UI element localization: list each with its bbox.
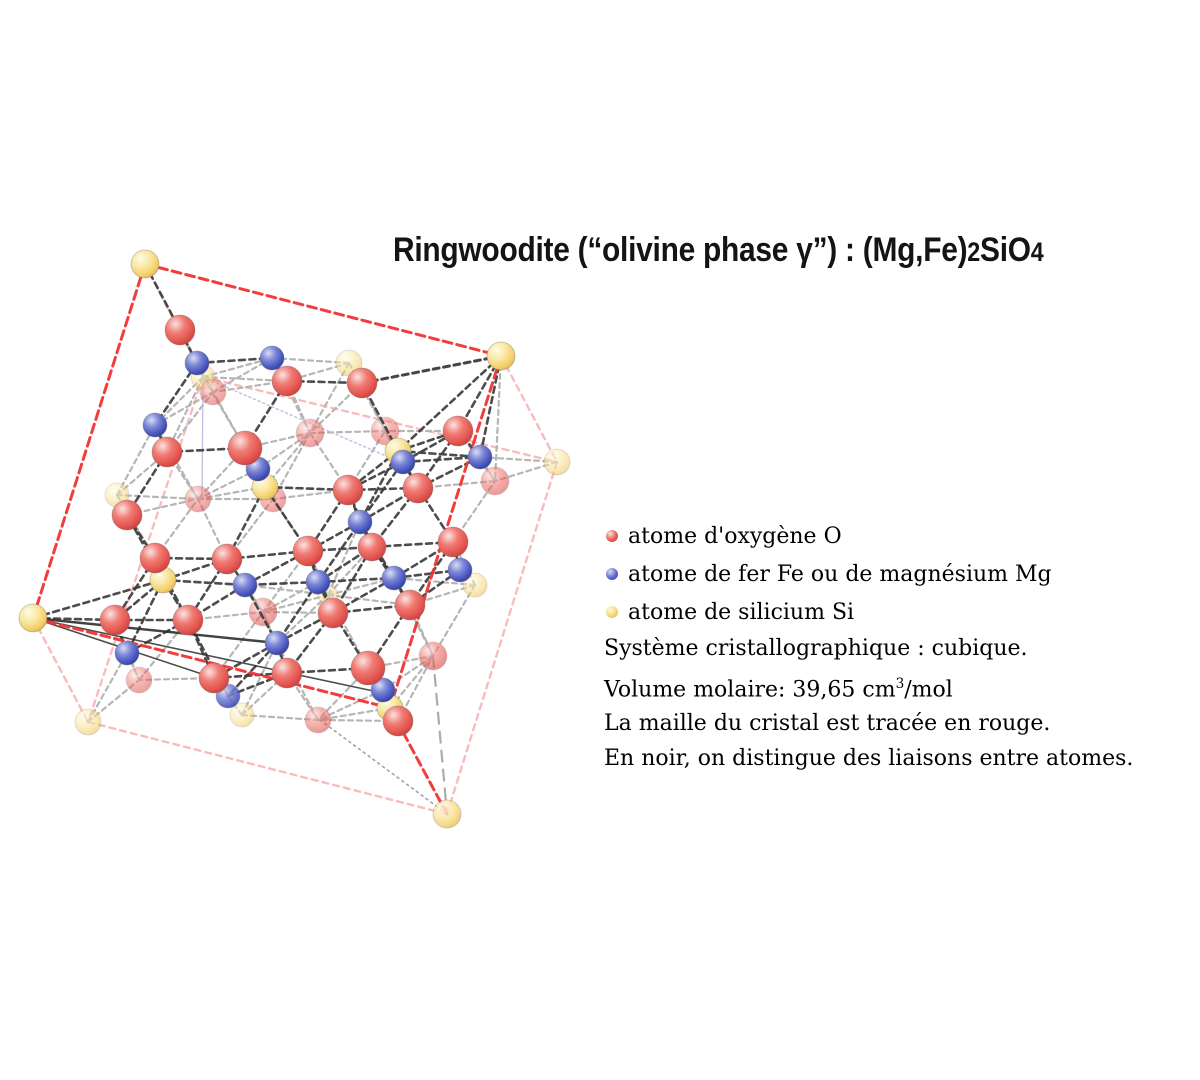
legend-label-oxygen: atome d'oxygène O bbox=[628, 523, 842, 549]
legend-item-iron-magnesium: atome de fer Fe ou de magnésium Mg bbox=[606, 555, 1052, 593]
info-text: Système cristallographique : cubique. Vo… bbox=[604, 632, 1133, 776]
legend-item-silicon: atome de silicium Si bbox=[606, 593, 1052, 631]
info-bonds-note: En noir, on distingue des liaisons entre… bbox=[604, 745, 1134, 771]
title-subscript-2: 2 bbox=[967, 237, 981, 267]
legend-label-silicon: atome de silicium Si bbox=[628, 599, 855, 625]
legend-label-iron-magnesium: atome de fer Fe ou de magnésium Mg bbox=[628, 561, 1052, 587]
legend-item-oxygen: atome d'oxygène O bbox=[606, 517, 1052, 555]
title-subscript-4: 4 bbox=[1030, 237, 1044, 267]
title-formula: SiO bbox=[980, 231, 1031, 269]
title-main: Ringwoodite (“olivine phase γ”) : (Mg,Fe… bbox=[393, 231, 968, 269]
silicon-sphere-icon bbox=[606, 606, 618, 618]
info-molar-volume: Volume molaire: 39,65 cm3/mol bbox=[604, 675, 953, 702]
legend: atome d'oxygène O atome de fer Fe ou de … bbox=[606, 517, 1052, 631]
iron-magnesium-sphere-icon bbox=[606, 568, 618, 580]
oxygen-sphere-icon bbox=[606, 530, 618, 542]
info-cell-note: La maille du cristal est tracée en rouge… bbox=[604, 711, 1051, 737]
page-title: Ringwoodite (“olivine phase γ”) : (Mg,Fe… bbox=[393, 231, 1044, 270]
info-crystal-system: Système cristallographique : cubique. bbox=[604, 636, 1028, 661]
